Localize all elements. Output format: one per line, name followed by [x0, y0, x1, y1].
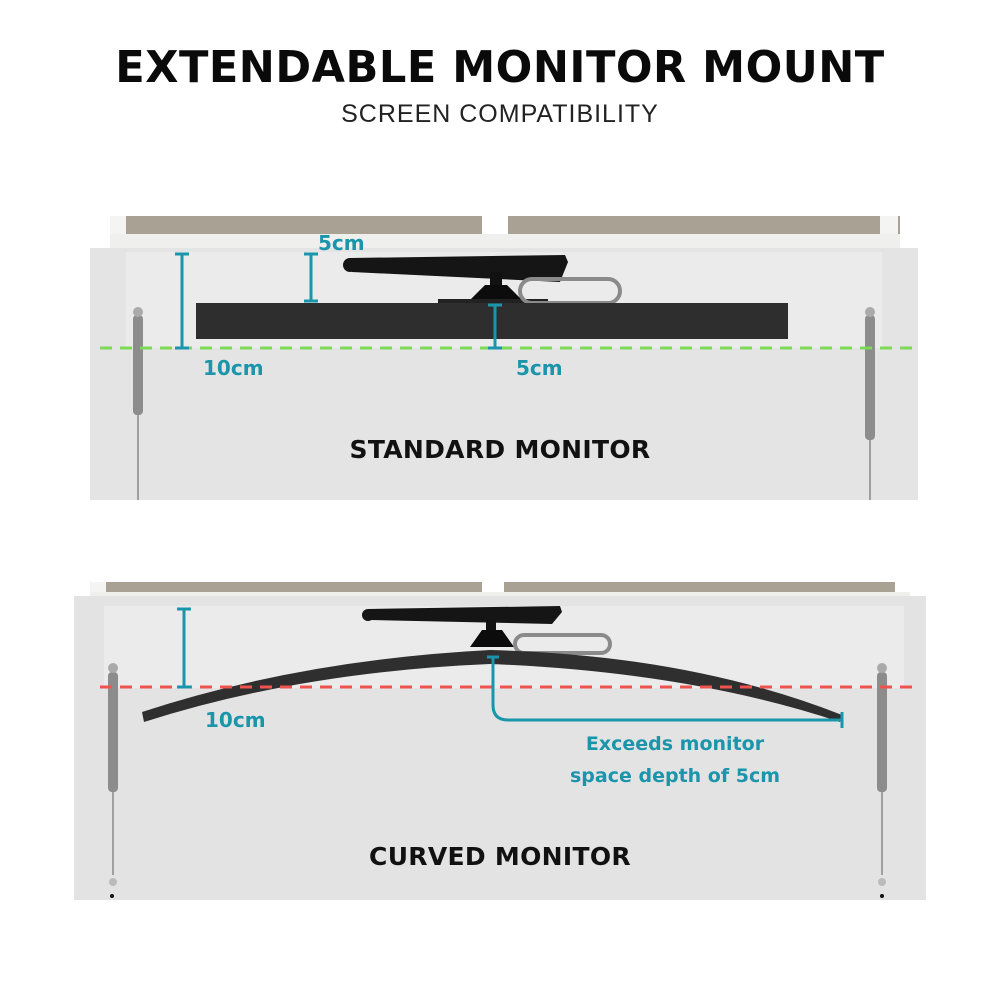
exceeds-note-line2: space depth of 5cm [569, 765, 781, 787]
exceeds-note-line1: Exceeds monitor [585, 733, 765, 755]
measure-left-bracket [175, 252, 189, 350]
cabinet-inner [104, 606, 904, 688]
gas-strut-right [877, 672, 887, 792]
curved-measure-left-label: 10cm [205, 708, 266, 732]
cabinet-lip [110, 234, 900, 252]
mount-base [470, 285, 522, 300]
standard-monitor-panel: 5cm 10cm 5cm STANDARD MONITOR [90, 216, 918, 500]
exceeds-connector [487, 655, 844, 728]
measure-left-label: 10cm [203, 356, 264, 380]
cabinet-top-gap [482, 216, 508, 234]
mount-arm [350, 255, 568, 282]
cable-loop [513, 633, 612, 655]
mount-stem [490, 272, 502, 286]
measure-center-label: 5cm [516, 356, 563, 380]
gas-strut-left [108, 672, 118, 792]
page-title: EXTENDABLE MONITOR MOUNT [115, 42, 885, 93]
mount-arm [368, 606, 562, 624]
gas-strut-left [133, 315, 143, 415]
cabinet-frame-left [90, 582, 106, 602]
measure-left-bracket [177, 607, 191, 689]
exceeds-note: Exceeds monitor space depth of 5cm [520, 728, 830, 792]
cabinet-top-wood [125, 216, 900, 234]
measure-top-label: 5cm [318, 231, 365, 255]
standard-monitor-illustration [90, 216, 918, 500]
standard-monitor-label: STANDARD MONITOR [349, 435, 651, 464]
standard-monitor [196, 303, 788, 339]
page-subtitle: SCREEN COMPATIBILITY [341, 100, 659, 128]
measure-top-bracket [304, 252, 318, 303]
measure-center-bracket [488, 303, 502, 350]
curved-monitor-label: CURVED MONITOR [369, 842, 631, 871]
cabinet-top-wood [105, 582, 895, 592]
gas-strut-right [865, 315, 875, 440]
mount-base [470, 630, 514, 647]
cabinet-lip [90, 592, 910, 606]
